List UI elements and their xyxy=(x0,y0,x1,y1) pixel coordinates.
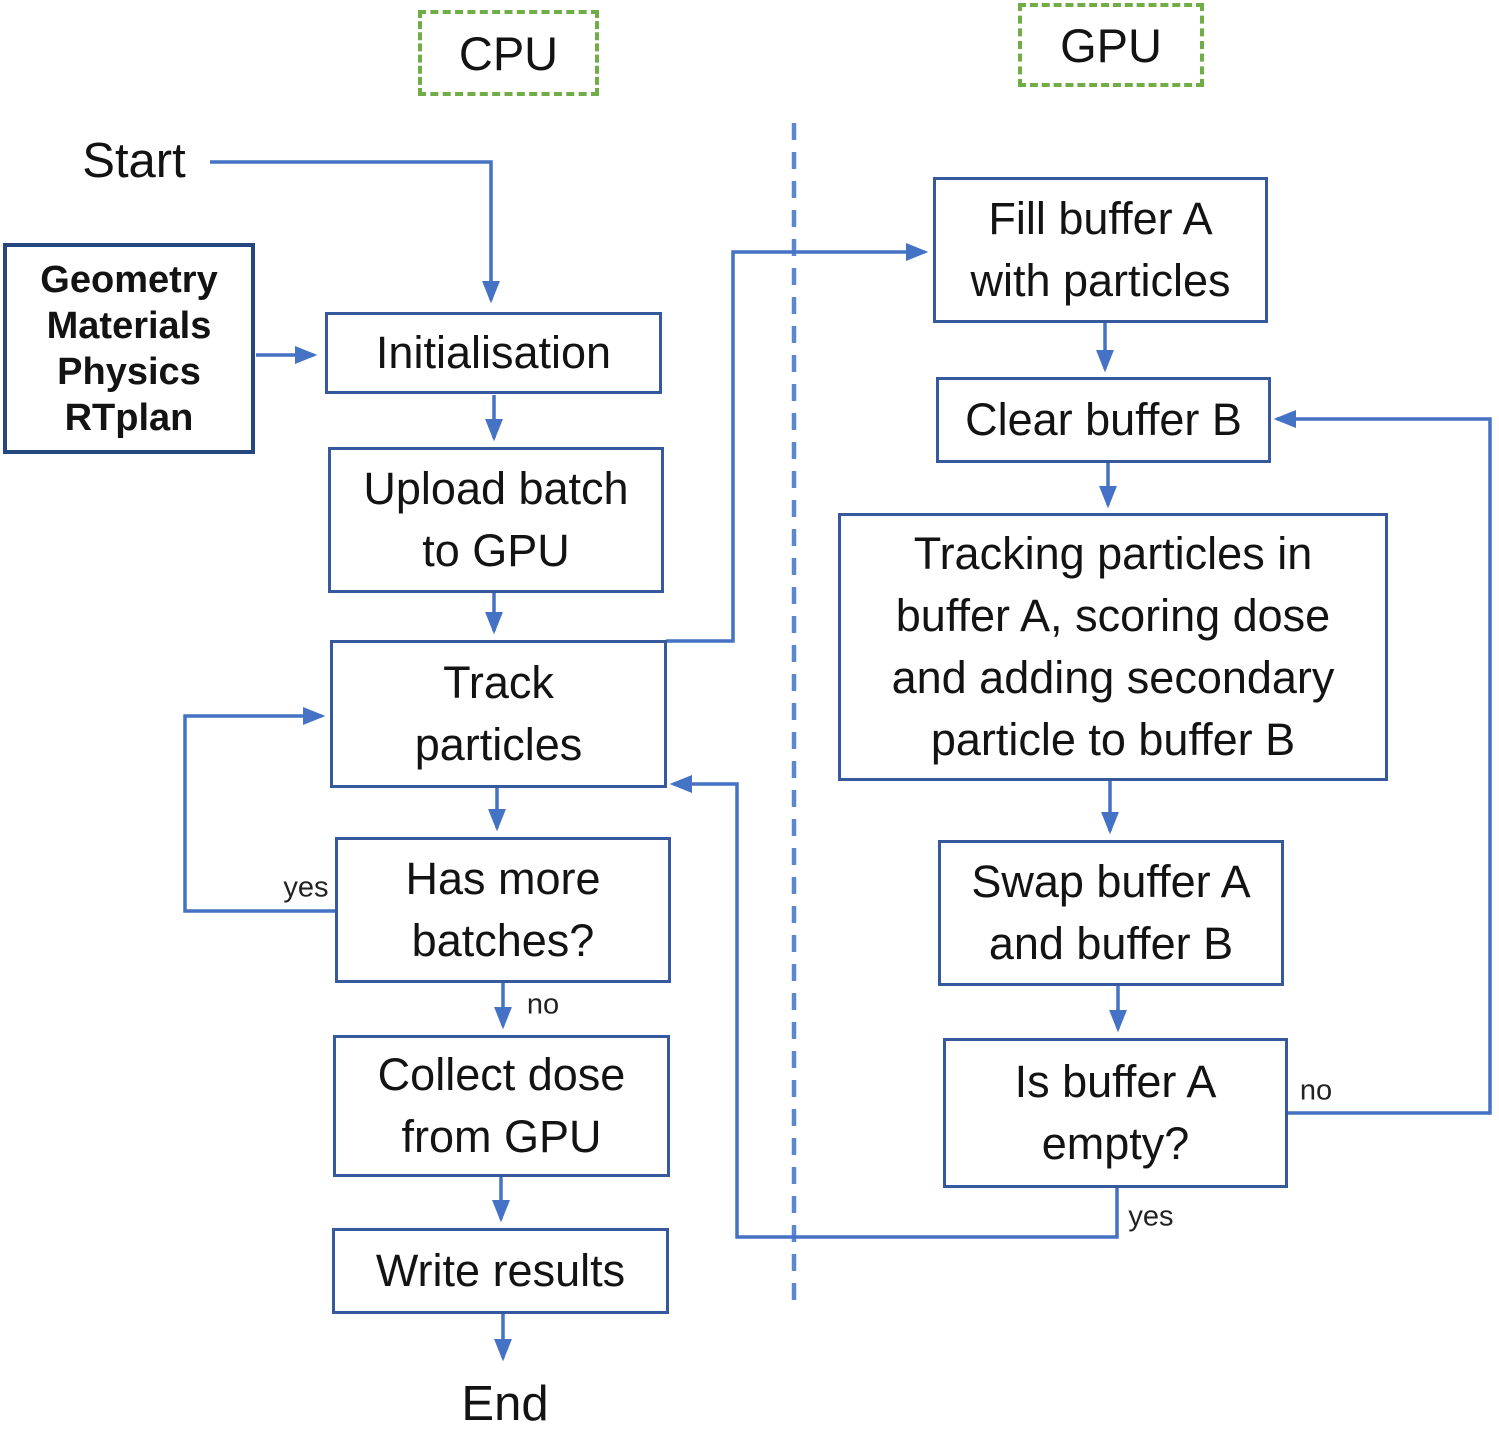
connector-hasmore-yes-loop-to-track xyxy=(183,707,336,913)
node-is-buffer-a-empty: Is buffer A empty? xyxy=(943,1038,1288,1188)
node-has-more-batches: Has more batches? xyxy=(335,837,671,983)
cpu-header-label: CPU xyxy=(458,26,559,80)
node-write-results-label: Write results xyxy=(375,1245,626,1296)
connector-empty-no-loop-to-clear xyxy=(1273,410,1492,1115)
connector-track-to-fill-buffer-a xyxy=(666,243,929,643)
node-track-particles-label: Track particles xyxy=(414,657,583,770)
node-track-particles: Track particles xyxy=(330,640,667,788)
node-fill-buffer-a-label: Fill buffer A with particles xyxy=(970,193,1231,306)
node-clear-buffer-b: Clear buffer B xyxy=(936,377,1271,463)
node-swap-buffers-label: Swap buffer A and buffer B xyxy=(971,856,1251,969)
gpu-header-label: GPU xyxy=(1060,18,1162,72)
gpu-header-box: GPU xyxy=(1018,3,1204,87)
cpu-no-branch-label: no xyxy=(526,988,560,1021)
connector-start-to-initialisation xyxy=(210,160,500,304)
gpu-yes-branch-label: yes xyxy=(1128,1200,1174,1233)
cpu-yes-branch-label: yes xyxy=(283,871,329,904)
connector-empty-yes-loop-to-track xyxy=(669,775,1119,1239)
node-is-buffer-a-empty-label: Is buffer A empty? xyxy=(1014,1056,1217,1169)
node-upload-batch-label: Upload batch to GPU xyxy=(363,463,629,576)
start-label: Start xyxy=(82,134,186,188)
node-collect-dose: Collect dose from GPU xyxy=(333,1035,670,1177)
node-initialisation-label: Initialisation xyxy=(375,327,612,378)
node-clear-buffer-b-label: Clear buffer B xyxy=(965,394,1242,445)
gpu-no-branch-label: no xyxy=(1299,1074,1333,1107)
node-swap-buffers: Swap buffer A and buffer B xyxy=(938,840,1284,986)
end-label: End xyxy=(461,1377,549,1431)
node-geometry-inputs-label: Geometry Materials Physics RTplan xyxy=(40,258,218,439)
node-has-more-batches-label: Has more batches? xyxy=(405,853,601,966)
node-collect-dose-label: Collect dose from GPU xyxy=(377,1049,626,1162)
node-fill-buffer-a: Fill buffer A with particles xyxy=(933,177,1268,323)
node-geometry-inputs: Geometry Materials Physics RTplan xyxy=(3,243,255,454)
node-tracking-particles-buffer-a: Tracking particles in buffer A, scoring … xyxy=(838,513,1388,781)
node-initialisation: Initialisation xyxy=(325,312,662,394)
node-write-results: Write results xyxy=(332,1228,669,1314)
node-tracking-particles-buffer-a-label: Tracking particles in buffer A, scoring … xyxy=(891,528,1335,765)
node-upload-batch: Upload batch to GPU xyxy=(328,447,664,593)
cpu-header-box: CPU xyxy=(418,10,599,96)
